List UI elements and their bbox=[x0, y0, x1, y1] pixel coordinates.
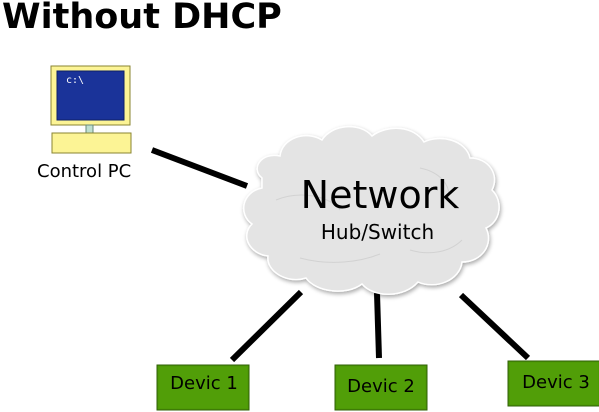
control-pc-label: Control PC bbox=[37, 161, 132, 182]
screen-prompt: c:\ bbox=[66, 75, 85, 86]
device-1-label: Devic 1 bbox=[170, 373, 238, 394]
network-sublabel: Hub/Switch bbox=[320, 220, 435, 244]
device-2-icon bbox=[334, 364, 428, 411]
link-network-to-device-1 bbox=[229, 289, 304, 363]
cloud-icon bbox=[242, 125, 500, 295]
link-network-to-device-3 bbox=[458, 292, 531, 361]
diagram-title: Without DHCP bbox=[2, 0, 282, 37]
link-network-to-device-2 bbox=[374, 292, 382, 359]
device-2-label: Devic 2 bbox=[347, 376, 415, 397]
device-1-icon bbox=[156, 364, 250, 411]
computer-icon bbox=[50, 65, 132, 154]
device-3-label: Devic 3 bbox=[522, 372, 590, 393]
network-label: Network bbox=[300, 173, 460, 217]
device-3-icon bbox=[507, 360, 599, 407]
link-pc-to-network bbox=[150, 147, 249, 189]
